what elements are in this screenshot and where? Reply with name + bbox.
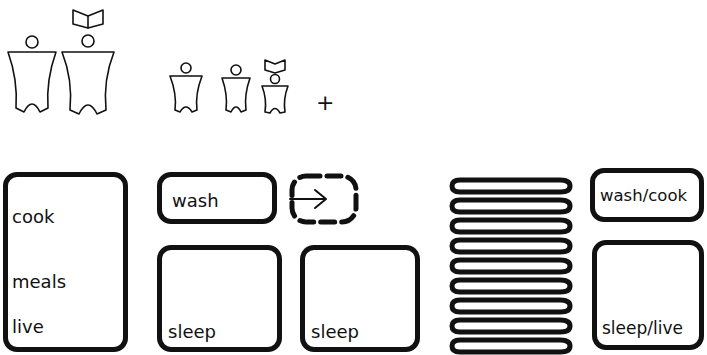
coil-loop: [452, 320, 570, 332]
coil-loop: [452, 240, 570, 252]
coil: [452, 180, 570, 352]
room-label: wash/cook: [600, 187, 687, 205]
coil-loop: [452, 280, 570, 292]
adult-figure: [8, 36, 56, 112]
room-label: cook: [12, 207, 54, 227]
coil-loop: [452, 300, 570, 312]
room-label: sleep: [311, 322, 359, 342]
bedroom: sleep: [300, 245, 420, 352]
room-label: wash: [172, 191, 219, 211]
room-label: live: [12, 317, 44, 337]
plus-sign: +: [316, 92, 334, 114]
wash-cook-room: wash/cook: [590, 168, 704, 222]
wash-room: wash: [157, 172, 277, 224]
room-label: meals: [12, 272, 66, 292]
coil-loop: [452, 220, 570, 232]
room-label: sleep: [168, 322, 216, 342]
living-room: cook meals live: [3, 172, 128, 352]
room-label: sleep/live: [602, 319, 683, 338]
coil-loop: [452, 340, 570, 352]
child-figure: [262, 60, 288, 113]
child-figure: [222, 65, 250, 112]
sleep-live-room: sleep/live: [592, 240, 704, 350]
coil-loop: [452, 180, 570, 192]
arrow: [290, 190, 326, 208]
adult-figure: [62, 10, 114, 114]
child-figure: [170, 63, 202, 112]
bedroom: sleep: [157, 245, 282, 352]
coil-loop: [452, 200, 570, 212]
coil-loop: [452, 260, 570, 272]
